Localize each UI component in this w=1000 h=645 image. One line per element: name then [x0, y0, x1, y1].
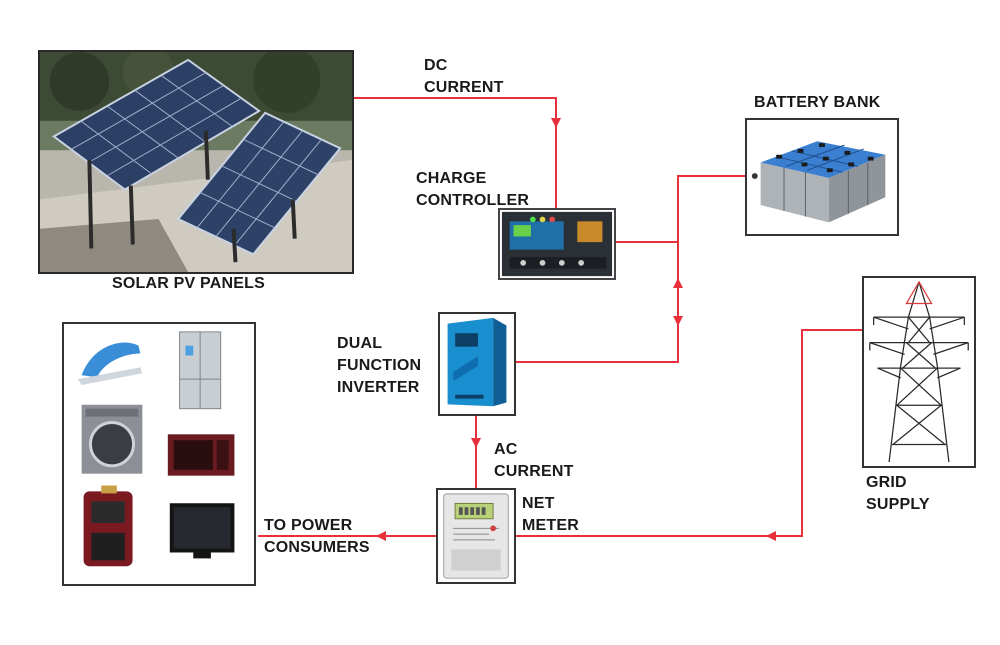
washing-machine-icon [81, 404, 143, 474]
battery-bank-icon [751, 141, 886, 223]
iron-icon [77, 342, 143, 386]
solar-pv-panels-text: SOLAR PV PANELS [112, 275, 265, 292]
net-meter-box [436, 488, 516, 584]
transmission-tower-icon [869, 280, 969, 463]
wire-grid-to-meter [514, 329, 862, 537]
inverter-line-1: DUAL [337, 335, 383, 352]
arrow-grid-left [766, 531, 776, 541]
arrow-consumers-left [376, 531, 386, 541]
battery-bank-box [745, 118, 899, 236]
solar-panels-image [38, 50, 354, 274]
wire-panels-to-controller [352, 97, 557, 210]
charge-controller-box [498, 208, 616, 280]
to-power-consumers-label: TO POWER CONSUMERS [264, 515, 370, 559]
ac-current-line-1: AC [494, 441, 518, 458]
net-meter-line-1: NET [522, 495, 555, 512]
solar-panel-photo [40, 52, 352, 272]
power-consumers-box [62, 322, 256, 586]
dc-current-line-1: DC [424, 57, 448, 74]
dc-current-label: DC CURRENT [424, 55, 504, 99]
battery-bank-label: BATTERY BANK [754, 92, 881, 114]
inverter-box [438, 312, 516, 416]
ac-current-label: AC CURRENT [494, 439, 574, 483]
microwave-icon [167, 434, 235, 476]
dual-function-inverter-label: DUAL FUNCTION INVERTER [337, 333, 421, 399]
charge-controller-line-2: CONTROLLER [416, 192, 530, 209]
dc-current-line-2: CURRENT [424, 79, 504, 96]
charge-controller-label: CHARGE CONTROLLER [416, 168, 529, 212]
arrow-bidir-down [673, 316, 683, 326]
inverter-line-3: INVERTER [337, 379, 420, 396]
inverter-line-2: FUNCTION [337, 357, 422, 374]
charge-controller-icon [501, 211, 613, 277]
television-icon [169, 503, 235, 559]
solar-pv-panels-label: SOLAR PV PANELS [112, 273, 265, 295]
inverter-icon [447, 317, 507, 407]
grid-supply-line-1: GRID [866, 474, 907, 491]
consumers-line-1: TO POWER [264, 517, 353, 534]
net-meter-label: NET METER [522, 493, 579, 537]
arrow-ac-down [471, 438, 481, 448]
ac-current-line-2: CURRENT [494, 463, 574, 480]
battery-bank-text: BATTERY BANK [754, 94, 881, 111]
arrow-bidir-up [673, 278, 683, 288]
grid-supply-line-2: SUPPLY [866, 496, 930, 513]
electric-meter-icon [443, 493, 509, 579]
net-meter-line-2: METER [522, 517, 579, 534]
consumers-line-2: CONSUMERS [264, 539, 370, 556]
grid-supply-box [862, 276, 976, 468]
coffee-machine-icon [83, 485, 133, 567]
arrow-dc-down [551, 118, 561, 128]
charge-controller-line-1: CHARGE [416, 170, 487, 187]
grid-supply-label: GRID SUPPLY [866, 472, 930, 516]
home-appliances-icon [77, 331, 235, 567]
refrigerator-icon [179, 331, 222, 410]
wire-controller-to-battery [614, 175, 748, 243]
